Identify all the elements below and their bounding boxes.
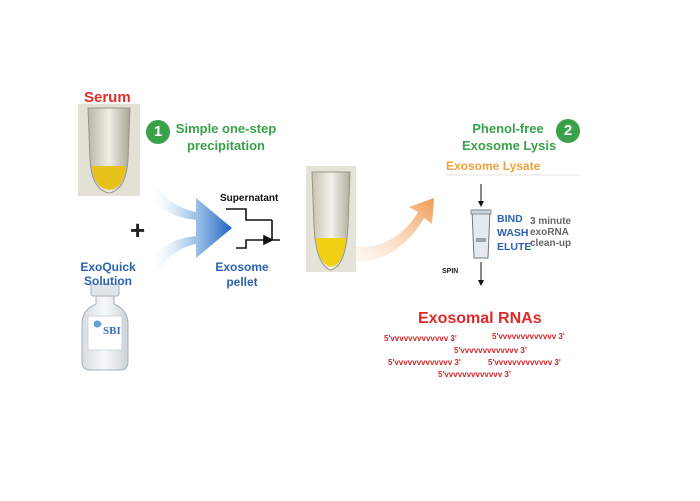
pellet-line	[236, 239, 272, 249]
column-step-elute: ELUTE	[497, 241, 532, 253]
exoquick-bottle: SBI	[81, 283, 129, 371]
serum-tube	[78, 104, 140, 196]
column-step-wash: WASH	[497, 227, 529, 239]
step-2-title-line2: Exosome Lysis	[462, 138, 557, 153]
sbi-logo-mark	[94, 320, 102, 328]
column-membrane	[476, 238, 486, 242]
spin-label: SPIN	[442, 268, 459, 275]
serum-label: Serum	[84, 89, 131, 106]
step-1-badge: 1	[146, 120, 170, 144]
column-rim	[470, 209, 492, 215]
exosomal-rnas-title: Exosomal RNAs	[418, 310, 542, 327]
supernatant-label: Supernatant	[220, 193, 279, 204]
exoquick-label: ExoQuick Solution	[68, 260, 148, 288]
plus-sign: +	[130, 215, 146, 245]
rna-strand: 5'vvvvvvvvvvvvv 3'	[438, 370, 511, 379]
exosome-pellet-line2: pellet	[226, 275, 258, 289]
column-step-bind: BIND	[497, 213, 523, 225]
column-input-arrowhead	[478, 201, 484, 207]
rna-strand: 5'vvvvvvvvvvvvv 3'	[388, 358, 461, 367]
exoquick-label-line2: Solution	[84, 274, 132, 288]
bracket-join	[271, 220, 280, 241]
sbi-logo-text: SBI	[103, 325, 121, 337]
step-1-title: Simple one-step precipitation	[172, 120, 280, 154]
step-1-title-line1: Simple one-step	[175, 121, 277, 136]
serum-liquid	[92, 166, 126, 190]
exoquick-label-line1: ExoQuick	[80, 260, 136, 274]
cleanup-line2: exoRNA	[530, 227, 569, 238]
supernatant-line	[226, 208, 272, 221]
rna-strand: 5'vvvvvvvvvvvvv 3'	[492, 332, 565, 341]
bottle-label	[87, 315, 123, 351]
blue-merge-arrow	[148, 168, 232, 292]
rna-strand: 5'vvvvvvvvvvvvv 3'	[454, 346, 527, 355]
exosome-pellet-label: Exosome pellet	[210, 260, 274, 290]
column-tube	[471, 209, 491, 259]
separation-bracket	[226, 208, 280, 249]
step-2-badge: 2	[556, 119, 580, 143]
exosome-lysate-label: Exosome Lysate	[446, 159, 541, 173]
spin-column	[470, 184, 492, 286]
cleanup-line1: 3 minute	[530, 216, 572, 227]
column-steps: BIND WASH ELUTE	[497, 212, 531, 254]
step-1-title-line2: precipitation	[186, 138, 265, 153]
cleanup-line3: clean-up	[530, 238, 572, 249]
pellet-arrowhead	[263, 234, 274, 246]
cleanup-note: 3 minute exoRNA clean-up	[530, 216, 571, 249]
exosome-pellet-line1: Exosome	[215, 260, 269, 274]
rna-strand: 5'vvvvvvvvvvvvv 3'	[384, 334, 457, 343]
pellet-tube	[306, 166, 356, 272]
column-spin-arrowhead	[478, 280, 484, 286]
step-2-title-line1: Phenol-free	[472, 121, 544, 136]
rna-strand: 5'vvvvvvvvvvvvv 3'	[488, 358, 561, 367]
orange-lysis-arrow	[356, 198, 434, 262]
pellet-liquid	[316, 238, 346, 267]
step-2-title: Phenol-free Exosome Lysis	[462, 120, 557, 154]
